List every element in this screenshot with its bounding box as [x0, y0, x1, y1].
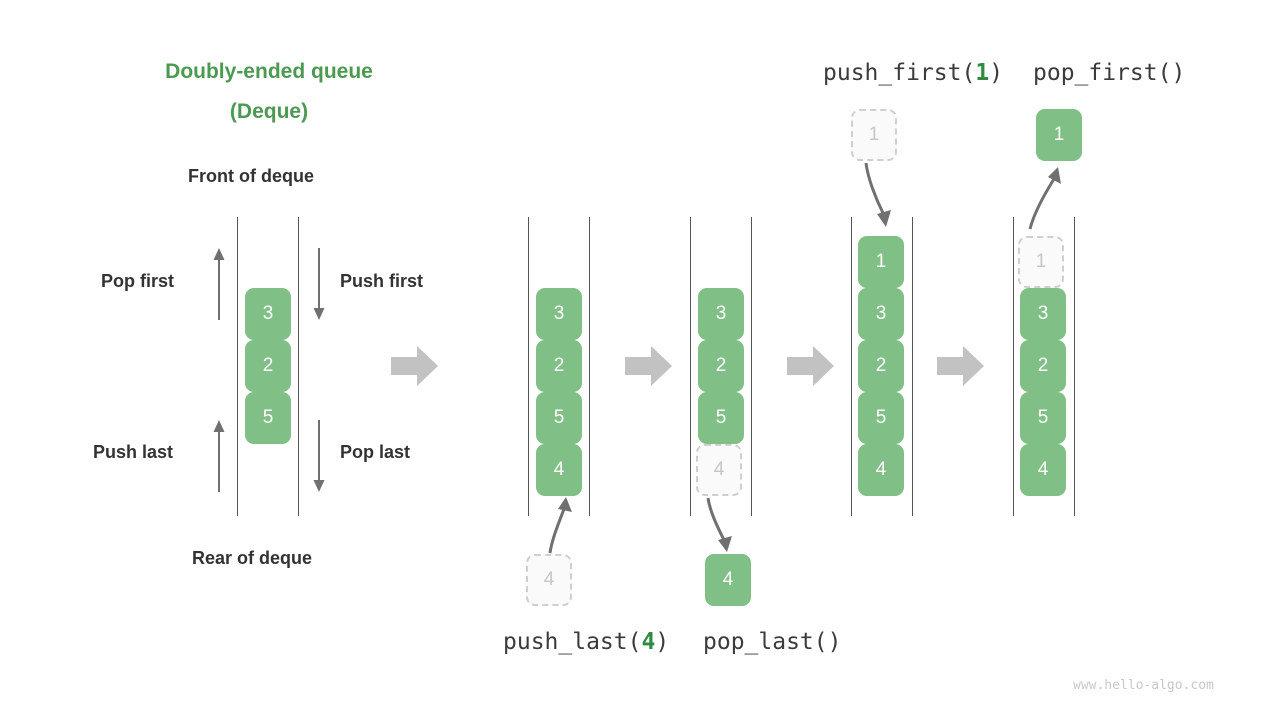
push-last-caption-suffix: )	[655, 629, 670, 655]
deque-cell: 3	[536, 288, 582, 340]
deque-cell: 2	[536, 340, 582, 392]
floating-result-cell: 4	[705, 554, 751, 606]
push-first-caption-suffix: )	[989, 60, 1004, 86]
rear-of-deque-label: Rear of deque	[192, 548, 313, 568]
push-first-label: Push first	[340, 271, 424, 291]
deque-cell: 2	[858, 340, 904, 392]
deque-rail-right-2	[751, 217, 752, 516]
deque-cell: 5	[245, 392, 291, 444]
push-last-arrow-icon	[210, 420, 228, 492]
deque-cell: 1	[858, 236, 904, 288]
push-first-motion-arrow-icon	[860, 162, 900, 229]
deque-cell: 3	[1020, 288, 1066, 340]
step-separator-arrow-icon	[625, 344, 673, 388]
deque-cell: 5	[536, 392, 582, 444]
deque-cell: 2	[245, 340, 291, 392]
deque-ghost-cell: 4	[696, 444, 742, 496]
pop-last-label: Pop last	[340, 442, 411, 462]
deque-rail-left-4	[1013, 217, 1014, 516]
deque-rail-left-3	[851, 217, 852, 516]
step-separator-arrow-icon	[787, 344, 835, 388]
deque-rail-right-0	[298, 217, 299, 516]
page-title-line2: (Deque)	[229, 100, 309, 123]
floating-ghost-cell: 1	[851, 109, 897, 161]
pop-last-arrow-icon	[310, 420, 328, 492]
deque-cell: 4	[1020, 444, 1066, 496]
deque-cell: 4	[536, 444, 582, 496]
deque-rail-left-0	[237, 217, 238, 516]
deque-cell: 5	[1020, 392, 1066, 444]
push-first-arrow-icon	[310, 248, 328, 320]
page-title-line1: Doubly-ended queue	[165, 60, 373, 83]
deque-rail-left-2	[690, 217, 691, 516]
pop-first-label: Pop first	[101, 271, 175, 291]
deque-cell: 2	[698, 340, 744, 392]
watermark: www.hello-algo.com	[1073, 678, 1214, 693]
deque-cell: 3	[245, 288, 291, 340]
deque-rail-right-4	[1074, 217, 1075, 516]
push-last-label: Push last	[93, 442, 174, 462]
pop-first-motion-arrow-icon	[1020, 165, 1065, 230]
push-first-caption: push_first(1)	[823, 60, 1003, 86]
deque-cell: 3	[858, 288, 904, 340]
front-of-deque-label: Front of deque	[188, 166, 314, 186]
pop-last-caption: pop_last()	[703, 629, 842, 655]
deque-cell: 2	[1020, 340, 1066, 392]
pop-first-arrow-icon	[210, 248, 228, 320]
deque-cell: 5	[698, 392, 744, 444]
deque-cell: 3	[698, 288, 744, 340]
push-last-caption: push_last(4)	[503, 629, 669, 655]
step-separator-arrow-icon	[391, 344, 439, 388]
deque-ghost-cell: 1	[1018, 236, 1064, 288]
push-last-caption-arg: 4	[641, 629, 656, 655]
deque-rail-left-1	[528, 217, 529, 516]
floating-ghost-cell: 4	[526, 554, 572, 606]
pop-first-caption: pop_first()	[1033, 60, 1186, 86]
step-separator-arrow-icon	[937, 344, 985, 388]
deque-cell: 5	[858, 392, 904, 444]
push-last-caption-prefix: push_last(	[503, 629, 642, 655]
deque-rail-right-1	[589, 217, 590, 516]
deque-cell: 4	[858, 444, 904, 496]
push-last-motion-arrow-icon	[540, 495, 580, 555]
push-first-caption-arg: 1	[975, 60, 990, 86]
push-first-caption-prefix: push_first(	[823, 60, 976, 86]
pop-last-motion-arrow-icon	[700, 497, 740, 554]
floating-result-cell: 1	[1036, 109, 1082, 161]
deque-rail-right-3	[912, 217, 913, 516]
